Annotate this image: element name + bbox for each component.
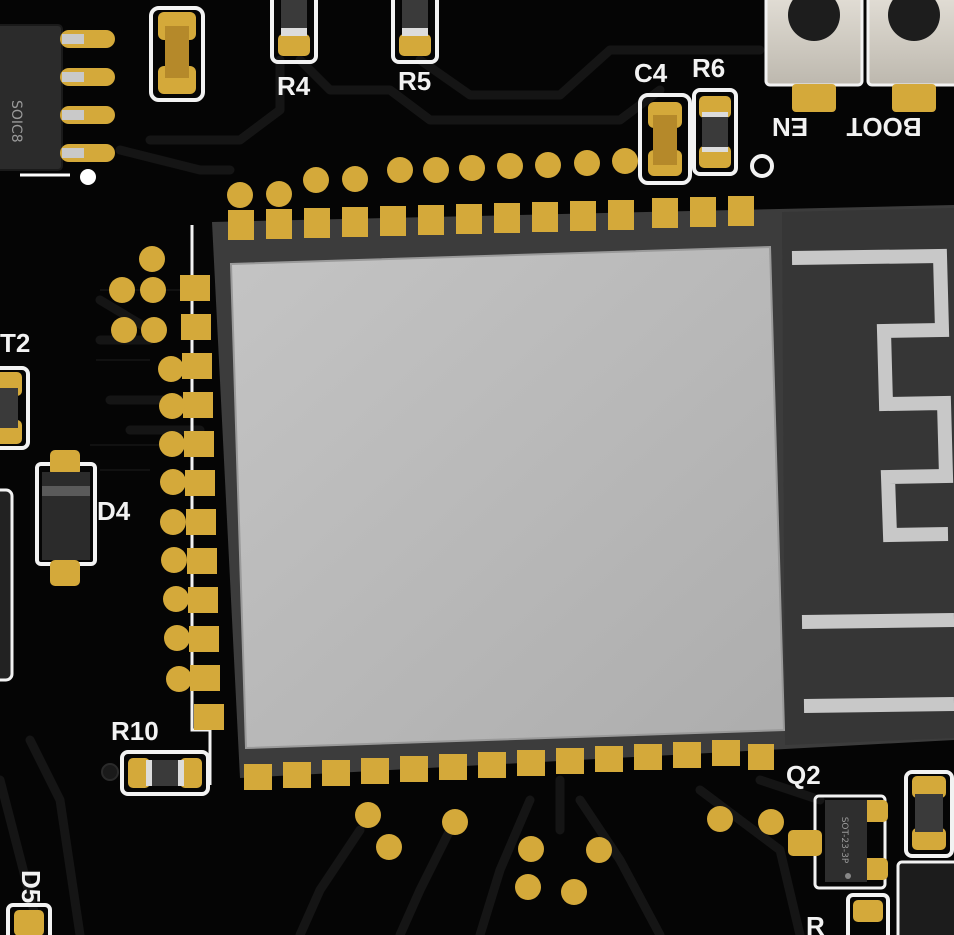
ic-bottom-right xyxy=(896,860,954,935)
label-q2: Q2 xyxy=(786,760,821,790)
resistor-r5 xyxy=(391,0,439,64)
resistor-right xyxy=(904,770,954,858)
rf-shield xyxy=(229,245,786,750)
round-pads xyxy=(109,148,784,905)
button-en xyxy=(764,0,864,112)
diode-d4 xyxy=(35,450,97,586)
via-r10 xyxy=(101,763,119,781)
capacitor-top xyxy=(149,6,205,102)
transistor-t2 xyxy=(0,366,30,450)
capacitor-c4 xyxy=(638,93,692,185)
resistor-bottom-right xyxy=(846,893,890,935)
label-c4: C4 xyxy=(634,58,668,88)
label-boot: BOOT xyxy=(846,112,921,142)
label-r6: R6 xyxy=(692,53,725,83)
soic8-pin-leads xyxy=(62,34,84,158)
label-r-partial: R xyxy=(806,911,825,935)
label-en: EN xyxy=(772,112,808,142)
pin1-marker-module xyxy=(750,154,774,178)
label-r4: R4 xyxy=(277,71,311,101)
transistor-q2: SOT-23-3P xyxy=(788,794,888,890)
pin1-marker xyxy=(80,169,96,185)
soic8-label: SOIC8 xyxy=(8,100,24,143)
label-d5: D5 xyxy=(16,870,46,903)
q2-package-label: SOT-23-3P xyxy=(839,817,849,864)
diode-d5 xyxy=(6,903,52,935)
label-d4: D4 xyxy=(97,496,131,526)
module-pads-top xyxy=(228,196,754,240)
copper-traces xyxy=(0,45,825,935)
resistor-r6 xyxy=(692,88,738,176)
left-edge-component xyxy=(0,488,14,682)
soic8-chip: SOIC8 xyxy=(0,24,63,171)
button-boot xyxy=(866,0,954,112)
resistor-r10 xyxy=(120,750,210,796)
module-pads-bottom xyxy=(244,740,774,790)
label-r10: R10 xyxy=(111,716,159,746)
wifi-module xyxy=(180,196,954,790)
label-t2: T2 xyxy=(0,328,30,358)
antenna-trace xyxy=(791,248,954,713)
resistor-r4 xyxy=(270,0,318,64)
module-pads-left xyxy=(180,275,224,730)
label-r5: R5 xyxy=(398,66,431,96)
